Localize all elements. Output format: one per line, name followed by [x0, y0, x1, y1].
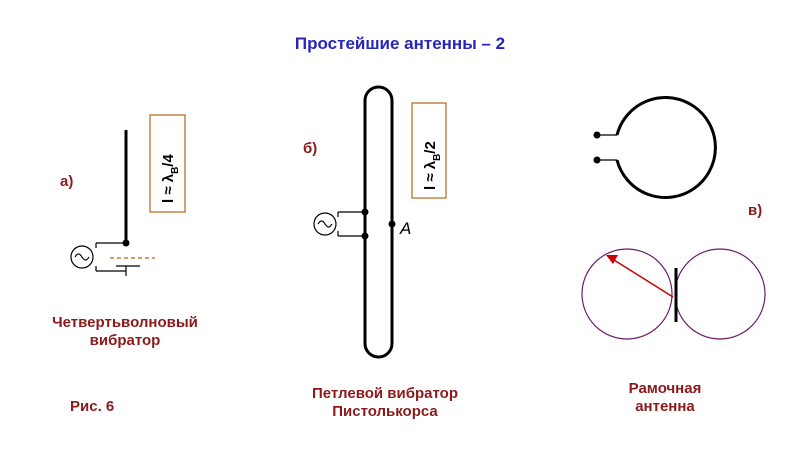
point-a [388, 220, 396, 228]
ac-source-icon [313, 212, 337, 236]
loop-terminal [593, 156, 601, 164]
formula-a: l ≈ λB/4 [160, 154, 181, 203]
formula-box-b [411, 102, 447, 199]
formula-b: l ≈ λB/2 [422, 141, 443, 190]
panel-c-label: в) [748, 202, 763, 219]
loop-element [615, 96, 717, 199]
loop-terminal [593, 131, 601, 139]
arrow-head-icon [606, 255, 618, 264]
figure-label: Рис. 6 [70, 398, 115, 415]
formula-box-a [149, 114, 186, 213]
ground-icon [110, 257, 155, 267]
caption-b: Петлевой вибратор Пистолькорса [311, 385, 458, 420]
caption-c: Рамочная антенна [628, 380, 702, 415]
feed-point [122, 239, 130, 247]
panel-b-label: б) [303, 140, 318, 157]
ac-source-icon [70, 245, 94, 269]
point-a-label: A [399, 219, 411, 238]
quarter-wave-vibrator: l ≈ λB/4 [70, 114, 186, 276]
radiation-pattern [581, 248, 766, 340]
folded-loop [363, 85, 394, 359]
pattern-lobe-left [581, 248, 673, 340]
pattern-lobe-right [674, 248, 766, 340]
loop-antenna [593, 96, 717, 199]
folded-dipole: A l ≈ λB/2 [313, 85, 447, 359]
panel-a-label: а) [60, 173, 74, 190]
caption-a: Четвертьволновый вибратор [52, 314, 198, 349]
page-title: Простейшие антенны – 2 [294, 34, 506, 53]
radius-arrow [613, 259, 674, 298]
